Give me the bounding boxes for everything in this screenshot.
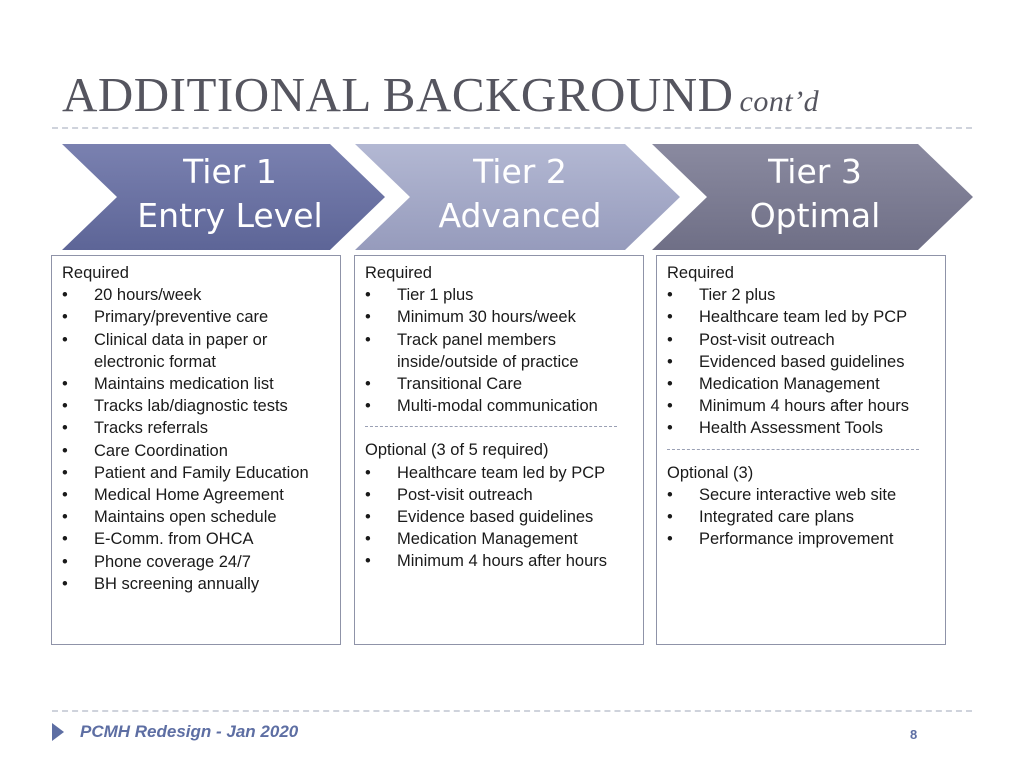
list-item: •Multi-modal communication	[365, 397, 598, 416]
tier-3-required-list: •Tier 2 plus •Healthcare team led by PCP…	[667, 284, 935, 439]
list-item: •Tier 2 plus	[667, 286, 776, 305]
list-item: •Tracks lab/diagnostic tests	[62, 397, 288, 416]
list-item: •Post-visit outreach	[365, 485, 533, 504]
tier-2-section-divider	[365, 426, 617, 428]
list-item: •Maintains medication list	[62, 375, 274, 394]
list-item: •Health Assessment Tools	[667, 419, 884, 438]
list-item: •Phone coverage 24/7	[62, 552, 251, 571]
list-item: •Clinical data in paper or electronic fo…	[62, 330, 268, 371]
tier-2-optional-heading: Optional (3 of 5 required)	[365, 441, 549, 460]
list-item: •Tracks referrals	[62, 419, 208, 438]
list-item: •Secure interactive web site	[667, 485, 897, 504]
list-item: •Tier 1 plus	[365, 286, 474, 305]
tier-1-level: Entry Level	[137, 196, 323, 235]
tier-3-requirements-box: Required •Tier 2 plus •Healthcare team l…	[656, 255, 946, 645]
tier-1-requirements-box: Required •20 hours/week •Primary/prevent…	[51, 255, 341, 645]
list-item: •Performance improvement	[667, 530, 894, 549]
list-item: •Primary/preventive care	[62, 308, 269, 327]
list-item: •Healthcare team led by PCP	[667, 308, 908, 327]
list-item: •Care Coordination	[62, 441, 228, 460]
tier-3-optional-heading: Optional (3)	[667, 463, 754, 482]
list-item: •Medical Home Agreement	[62, 486, 284, 505]
tier-2-optional-list: •Healthcare team led by PCP •Post-visit …	[365, 462, 633, 573]
list-item: •Maintains open schedule	[62, 508, 277, 527]
list-item: •E-Comm. from OHCA	[62, 530, 254, 549]
tier-1-required-list: •20 hours/week •Primary/preventive care …	[62, 284, 330, 595]
footer-arrow-icon	[52, 723, 64, 741]
list-item: •Medication Management	[667, 375, 880, 394]
list-item: •Medication Management	[365, 530, 578, 549]
list-item: •Integrated care plans	[667, 508, 855, 527]
list-item: •20 hours/week	[62, 286, 202, 305]
tier-3-name: Tier 3	[768, 152, 862, 191]
list-item: •Minimum 30 hours/week	[365, 308, 576, 327]
tier-3-optional-list: •Secure interactive web site •Integrated…	[667, 484, 935, 551]
list-item: •Patient and Family Education	[62, 463, 309, 482]
list-item: •Minimum 4 hours after hours	[365, 552, 607, 571]
page-number: 8	[910, 727, 918, 742]
list-item: •Track panel members inside/outside of p…	[365, 330, 579, 371]
tier-3-required-heading: Required	[667, 264, 734, 282]
slide-title-suffix: cont’d	[739, 85, 820, 118]
tier-2-requirements-box: Required •Tier 1 plus •Minimum 30 hours/…	[354, 255, 644, 645]
tier-2-required-list: •Tier 1 plus •Minimum 30 hours/week •Tra…	[365, 284, 633, 417]
list-item: •Evidence based guidelines	[365, 508, 594, 527]
tier-2-name: Tier 2	[473, 152, 567, 191]
tier-2-label: Tier 2 Advanced	[400, 150, 640, 238]
list-item: •BH screening annually	[62, 574, 260, 593]
list-item: •Post-visit outreach	[667, 330, 835, 349]
bottom-divider	[52, 710, 972, 712]
tier-1-required-heading: Required	[62, 264, 129, 282]
tier-2-level: Advanced	[438, 196, 602, 235]
tier-3-level: Optimal	[749, 196, 881, 235]
tier-1-name: Tier 1	[183, 152, 277, 191]
list-item: •Minimum 4 hours after hours	[667, 397, 909, 416]
tier-1-label: Tier 1 Entry Level	[110, 150, 350, 238]
tier-3-label: Tier 3 Optimal	[695, 150, 935, 238]
tier-2-required-heading: Required	[365, 264, 432, 282]
list-item: •Healthcare team led by PCP	[365, 463, 606, 482]
tier-3-section-divider	[667, 448, 919, 450]
slide-title-main: ADDITIONAL BACKGROUND	[62, 67, 734, 122]
list-item: •Evidenced based guidelines	[667, 352, 905, 371]
footer-text: PCMH Redesign - Jan 2020	[80, 722, 299, 741]
list-item: •Transitional Care	[365, 375, 523, 394]
top-divider	[52, 127, 972, 129]
